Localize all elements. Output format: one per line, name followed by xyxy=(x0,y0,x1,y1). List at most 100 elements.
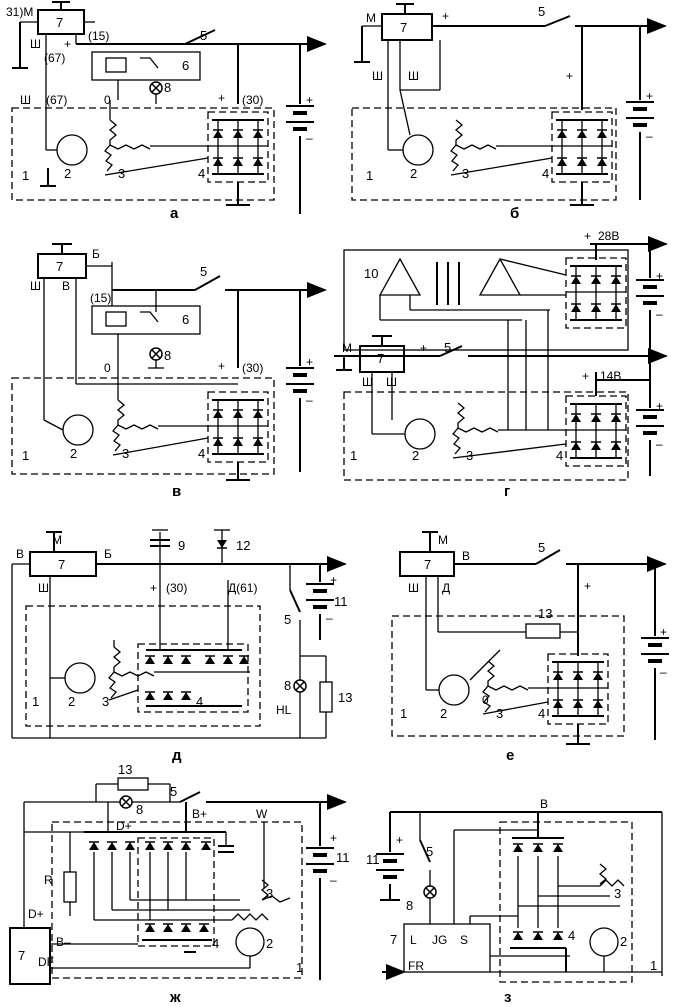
label-g-8: Ш xyxy=(386,375,397,389)
label-v-2: Ш xyxy=(30,279,41,293)
label-g-17: + xyxy=(656,399,663,413)
caption-e: е xyxy=(506,747,514,764)
label-a-4: (67) xyxy=(44,51,65,65)
label-z-6: 7 xyxy=(390,932,397,947)
label-b-1: + xyxy=(442,9,449,23)
label-g-5: + xyxy=(420,341,427,355)
label-b-8: 2 xyxy=(410,166,417,181)
label-zh-13: 7 xyxy=(18,948,25,963)
label-a-1: (15) xyxy=(88,29,109,43)
label-d-4: 9 xyxy=(178,538,185,553)
label-d-13: 5 xyxy=(284,612,291,627)
label-a-15: 2 xyxy=(64,166,71,181)
label-zh-4: D+ xyxy=(116,819,132,833)
label-a-5: Ш xyxy=(20,93,31,107)
label-zh-10: 11 xyxy=(336,850,350,865)
panel-d: М В Б 7 9 12 Ш + (30) Д(61) + 11 – 5 8 H… xyxy=(11,529,352,764)
label-e-0: М xyxy=(438,533,448,547)
label-z-11: 2 xyxy=(620,934,627,949)
label-zh-6: R xyxy=(44,873,53,887)
label-v-3: В xyxy=(62,279,70,293)
label-z-0: B xyxy=(540,797,548,811)
label-b-12: – xyxy=(646,129,653,143)
label-g-2: 10 xyxy=(364,266,378,281)
label-d-14: 8 xyxy=(284,678,291,693)
label-d-0: М xyxy=(52,533,62,547)
label-zh-15: 4 xyxy=(212,936,219,951)
label-v-1: 7 xyxy=(56,259,63,274)
panel-a: 31)М (15) Ш + (67) Ш (67) 0 + (30) 5 6 8… xyxy=(6,1,327,222)
label-g-10: 14В xyxy=(600,369,621,383)
label-v-7: 8 xyxy=(164,348,171,363)
label-e-7: 13 xyxy=(538,606,552,621)
label-d-9: Д(61) xyxy=(228,581,257,595)
label-d-3: 7 xyxy=(58,557,65,572)
panel-v: Б 7 Ш В (15) 5 6 8 0 + (30) 1 2 3 4 + – … xyxy=(11,243,327,500)
label-zh-17: 1 xyxy=(296,960,303,975)
caption-a: а xyxy=(170,205,179,222)
caption-v: в xyxy=(172,483,181,500)
label-zh-12: B– xyxy=(56,935,71,949)
label-zh-2: 5 xyxy=(170,784,177,799)
label-g-15: + xyxy=(656,269,663,283)
label-g-7: Ш xyxy=(362,375,373,389)
label-g-1: 28В xyxy=(598,229,619,243)
label-d-20: 4 xyxy=(196,694,203,709)
label-z-13: 1 xyxy=(650,958,657,973)
label-g-12: 2 xyxy=(412,448,419,463)
label-zh-0: 13 xyxy=(118,762,132,777)
label-e-11: 3 xyxy=(496,706,503,721)
label-e-14: – xyxy=(660,665,667,679)
label-d-7: + xyxy=(150,581,157,595)
label-z-3: 5 xyxy=(426,844,433,859)
label-zh-9: + xyxy=(330,831,337,845)
panel-z: B + 11 5 8 3 7 L JG S 4 2 FR 1 з xyxy=(366,797,663,1006)
label-v-9: + xyxy=(218,359,225,373)
label-a-12: 8 xyxy=(164,80,171,95)
label-e-9: 2 xyxy=(440,706,447,721)
label-v-13: 3 xyxy=(122,446,129,461)
label-b-2: 7 xyxy=(400,20,407,35)
label-v-0: Б xyxy=(92,247,100,261)
label-a-14: 1 xyxy=(22,168,29,183)
label-e-13: + xyxy=(660,625,667,639)
label-v-10: (30) xyxy=(242,361,263,375)
label-g-13: 3 xyxy=(466,448,473,463)
label-a-0: 31)М xyxy=(6,5,33,19)
label-d-10: + xyxy=(330,573,337,587)
label-a-8: + xyxy=(218,91,225,105)
label-d-8: (30) xyxy=(166,581,187,595)
label-b-5: Ш xyxy=(408,69,419,83)
label-a-6: (67) xyxy=(46,93,67,107)
panel-zh: 13 8 5 B+ D+ W R D+ 3 + 11 – B– 7 DF 4 2… xyxy=(9,762,350,1006)
panel-e: М 7 В 5 Ш Д + 13 1 2 0 3 4 + – е xyxy=(391,531,671,764)
label-d-1: В xyxy=(16,547,24,561)
label-a-17: 4 xyxy=(198,166,205,181)
label-v-5: 5 xyxy=(200,264,207,279)
label-d-17: 1 xyxy=(32,694,39,709)
label-e-12: 4 xyxy=(538,706,545,721)
label-z-5: 3 xyxy=(614,886,621,901)
label-b-11: + xyxy=(646,89,653,103)
panel-g: + 28В 10 М 7 + 5 Ш Ш + 14В 1 2 3 4 + – +… xyxy=(334,229,668,500)
label-v-15: + xyxy=(306,355,313,369)
label-a-16: 3 xyxy=(118,166,125,181)
label-d-18: 2 xyxy=(68,694,75,709)
label-a-9: (30) xyxy=(242,93,263,107)
label-b-10: 4 xyxy=(542,166,549,181)
label-e-5: Д xyxy=(442,581,450,595)
label-v-4: (15) xyxy=(90,291,111,305)
label-b-6: + xyxy=(566,69,573,83)
caption-g: г xyxy=(504,483,510,500)
label-d-15: HL xyxy=(276,703,292,717)
label-d-2: Б xyxy=(104,547,112,561)
panel-b: М + 7 5 Ш Ш + 1 2 3 4 + – б xyxy=(351,3,667,222)
label-z-12: FR xyxy=(408,959,424,973)
label-v-16: – xyxy=(306,393,313,407)
label-g-9: + xyxy=(582,369,589,383)
label-z-4: 8 xyxy=(406,898,413,913)
label-e-4: Ш xyxy=(408,581,419,595)
label-z-8: JG xyxy=(432,933,447,947)
label-a-18: + xyxy=(306,93,313,107)
